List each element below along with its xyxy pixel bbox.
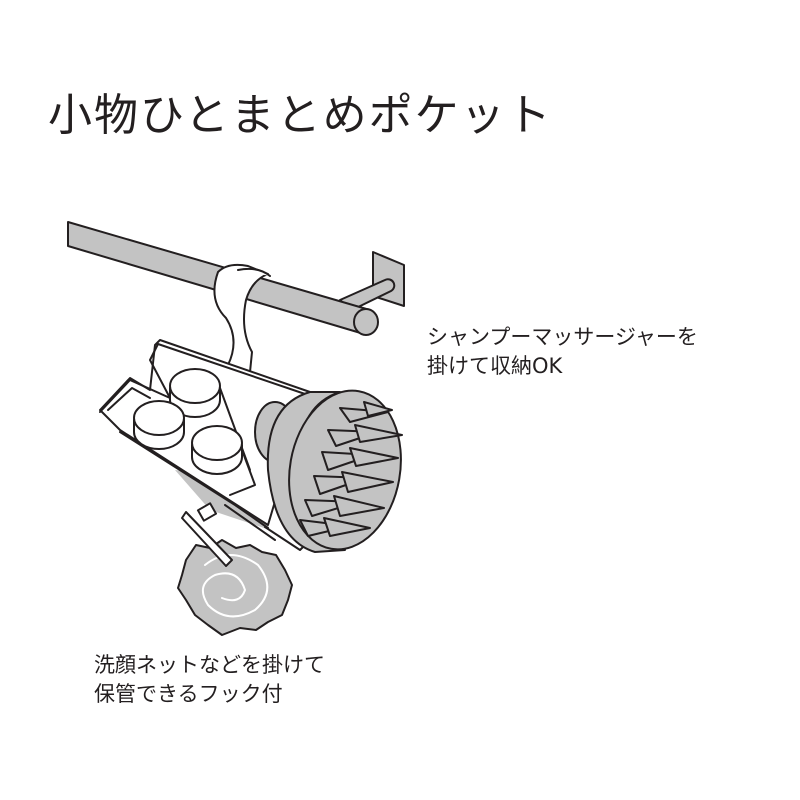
shampoo-massager-icon <box>254 389 403 553</box>
bottle-icon <box>169 368 251 471</box>
shampoo-massager-caption: シャンプーマッサージャーを 掛けて収納OK <box>427 323 698 381</box>
caption-line: 掛けて収納OK <box>427 354 563 378</box>
caption-line: 洗顔ネットなどを掛けて <box>94 653 325 677</box>
bottle-icon <box>133 400 185 450</box>
bottle-icon <box>191 425 256 496</box>
wall-bracket-icon <box>339 251 405 311</box>
page-title: 小物ひとまとめポケット <box>48 90 553 141</box>
caption-line: シャンプーマッサージャーを <box>427 325 698 349</box>
hanger-hook-icon <box>213 263 271 373</box>
face-wash-net-icon <box>177 539 293 636</box>
small-hook-icon <box>181 502 233 567</box>
caption-line: 保管できるフック付 <box>94 682 283 706</box>
hook-caption: 洗顔ネットなどを掛けて 保管できるフック付 <box>94 651 325 709</box>
